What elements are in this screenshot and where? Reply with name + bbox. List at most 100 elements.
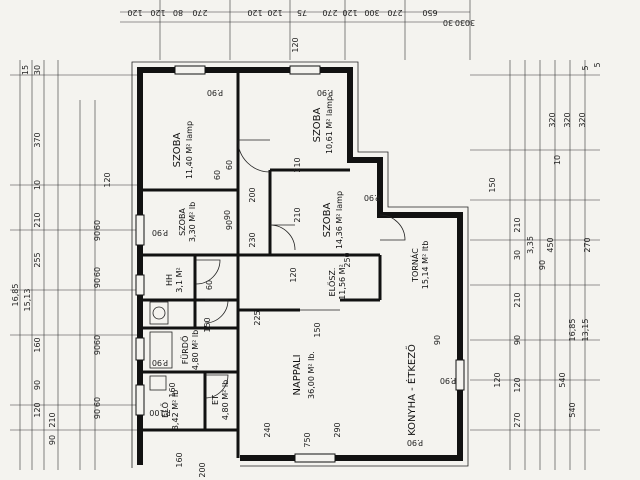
right-dim-label: 540	[558, 372, 567, 387]
inner-dim-label: 60	[213, 170, 222, 180]
door-swings	[195, 139, 406, 399]
right-dim-label: 270	[583, 237, 592, 252]
top-dim-label: 30	[465, 18, 475, 27]
top-dimension-lines	[120, 0, 471, 60]
left-dim-label: 255	[33, 252, 42, 267]
top-dim-label: 120	[150, 8, 165, 17]
inner-dim-label: 60	[93, 220, 102, 230]
room-szoba-1: SZOBA 11,40 M² lamp	[172, 121, 194, 179]
top-dim-label: 120	[247, 8, 262, 17]
room-szoba-3-area: 14,36 M² lamp	[335, 191, 344, 249]
inner-dim-label: 160	[175, 452, 184, 467]
left-dim-label: 370	[33, 132, 42, 147]
room-et-name: ET	[211, 395, 220, 405]
doors-dim-label: P.90	[152, 228, 168, 237]
room-hh: HH 3,1 M²	[165, 267, 184, 292]
inner-dim-label: 200	[248, 187, 257, 202]
right-dim-label: 210	[513, 217, 522, 232]
right-dim-label: 13,15	[581, 319, 590, 342]
bathroom-fixtures	[149, 301, 173, 391]
left-dimension-lines	[10, 60, 140, 470]
inner-dimension-labels: 6090609060906090609060901202101502302251…	[93, 37, 442, 477]
right-dimension-labels: 55 10 320 320 320 150 210 30 90 210 90 120 540 540 270…	[488, 62, 602, 427]
right-dim-label: 320	[578, 112, 587, 127]
top-dim-label: 270	[387, 8, 402, 17]
room-furdo: FÜRDŐ 4,80 M² lb	[180, 330, 200, 370]
room-et: ET 4,80 M² lb	[211, 380, 230, 420]
top-dim-label: 650	[422, 8, 437, 17]
right-dim-label: 150	[488, 177, 497, 192]
right-dim-label: 210	[513, 292, 522, 307]
room-furdo-area: 4,80 M² lb	[191, 330, 200, 370]
interior-walls	[140, 70, 382, 458]
room-konyha-name: KONYHA - ÉTKEZŐ	[404, 344, 418, 436]
right-dim-label: 3,35	[526, 236, 535, 254]
top-dim-label: 120	[127, 8, 142, 17]
top-dim-label: 80	[173, 8, 183, 17]
right-dim-label: 540	[568, 402, 577, 417]
right-dim-label: 270	[513, 412, 522, 427]
room-hh-area: 3,1 M²	[175, 267, 184, 292]
inner-dim-label: 60	[93, 397, 102, 407]
top-dim-label: 75	[297, 8, 307, 17]
room-szoba-1-name: SZOBA	[172, 132, 183, 167]
room-furdo-name: FÜRDŐ	[180, 336, 190, 364]
inner-dim-label: 150	[203, 317, 212, 332]
right-dim-label: 5	[581, 65, 590, 70]
inner-dim-label: 290	[333, 422, 342, 437]
inner-dim-label: 90	[93, 278, 102, 288]
right-dimension-lines	[470, 60, 600, 470]
inner-dim-label: 240	[263, 422, 272, 437]
room-nappali-name: NAPPALI	[292, 354, 303, 395]
room-eloszoba-name: ELŐSZ.	[327, 268, 337, 297]
room-szoba-2-name: SZOBA	[312, 107, 323, 142]
windows	[135, 65, 465, 463]
room-szoba-2-area: 10,61 M² lamp	[325, 96, 334, 154]
inner-dim-label: 90	[93, 409, 102, 419]
room-nappali-area: 36,00 M² lb.	[307, 351, 316, 399]
right-dim-label: 30	[513, 250, 522, 260]
right-dim-label: 120	[493, 372, 502, 387]
doors-dim-label: P.90	[440, 376, 456, 385]
inner-dim-label: 225	[253, 310, 262, 325]
right-dim-label: 5	[593, 62, 602, 67]
inner-dim-label: 90	[93, 231, 102, 241]
room-et-area: 4,80 M² lb	[221, 380, 230, 420]
room-szoba-3: SZOBA 14,36 M² lamp	[322, 191, 344, 249]
right-dim-label: 450	[546, 237, 555, 252]
top-dim-label: 120	[342, 8, 357, 17]
top-dim-label: 30	[455, 18, 465, 27]
right-dim-label: 320	[563, 112, 572, 127]
room-szoba-3-name: SZOBA	[322, 202, 333, 237]
left-dim-label: 210	[48, 412, 57, 427]
inner-dim-label: 90	[225, 220, 234, 230]
right-dim-label: 320	[548, 112, 557, 127]
right-dim-label: 10	[553, 155, 562, 165]
doors-dim-label: P.90	[317, 88, 333, 97]
left-dim-label: 120	[33, 402, 42, 417]
room-konyha: KONYHA - ÉTKEZŐ	[404, 344, 418, 436]
left-dim-label: 15,13	[23, 289, 32, 312]
inner-dim-label: 200	[198, 462, 207, 477]
room-eloszoba-area: 11,56 M²	[338, 264, 347, 300]
inner-dim-label: 120	[103, 172, 112, 187]
room-elo-area: 3,42 M² lb	[171, 390, 180, 430]
doors-dim-label: P.90	[407, 438, 423, 447]
doors-dim-label: P.90	[207, 88, 223, 97]
inner-dim-label: 120	[291, 37, 300, 52]
left-dim-label: 16,85	[11, 284, 20, 307]
room-tornac-area: 15,14 M² ltb	[421, 241, 430, 290]
right-dim-label: 90	[513, 335, 522, 345]
inner-dim-label: 120	[289, 267, 298, 282]
top-dim-label: 270	[192, 8, 207, 17]
inner-dim-label: 60	[93, 335, 102, 345]
right-dim-label: 90	[538, 260, 547, 270]
inner-dim-label: 210	[293, 207, 302, 222]
left-dim-label: 90	[33, 380, 42, 390]
top-dim-label: 270	[322, 8, 337, 17]
top-dim-label: 300	[364, 8, 379, 17]
